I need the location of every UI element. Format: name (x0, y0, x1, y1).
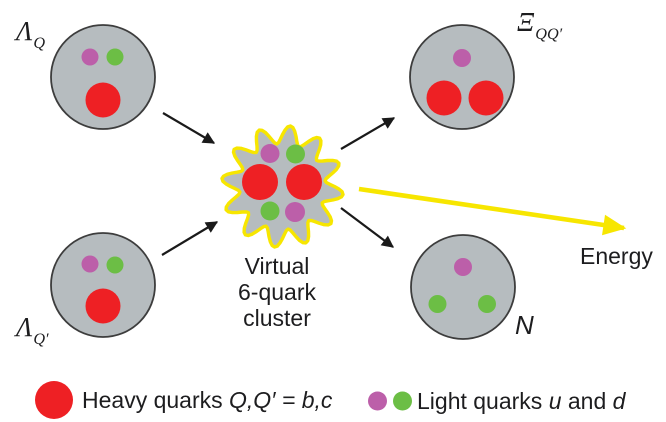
light-quark-purple (453, 49, 471, 67)
baryon-lambda-qprime (50, 232, 156, 338)
heavy-quark-red (426, 80, 462, 116)
legend-swatches (35, 381, 412, 419)
xi-symbol: Ξ (517, 7, 535, 37)
light-quark-purple (81, 255, 99, 273)
baryon-nucleon (410, 234, 516, 340)
legend-light-conjunction: and (561, 388, 613, 414)
lambda-q-subscript: Q (33, 34, 46, 53)
light-quark-purple (260, 144, 280, 163)
light-quark-green (106, 256, 124, 274)
light-quark-purple (285, 202, 305, 222)
legend-heavy-label: Heavy quarks Q,Q′ = b,c (82, 386, 332, 414)
baryon-circle (50, 232, 156, 338)
light-quark-green (286, 144, 305, 164)
light-quark-green (106, 48, 124, 66)
heavy-quark-red (242, 164, 278, 200)
cluster-caption-line3: cluster (243, 305, 311, 331)
lambda-qprime-symbol: Λ (16, 312, 33, 342)
baryon-circle (410, 234, 516, 340)
cluster-caption: Virtual 6-quark cluster (197, 253, 357, 331)
baryon-xi-qqprime (409, 24, 515, 130)
legend-light-quark-green-swatch (393, 391, 412, 411)
heavy-quark-red (468, 80, 504, 116)
heavy-quark-red (286, 164, 322, 200)
legend-light-label: Light quarks u and d (417, 387, 625, 415)
lambda-qprime-subscript: Q′ (33, 330, 49, 349)
legend-heavy-quark-swatch (35, 381, 73, 419)
light-quark-green (478, 295, 496, 313)
light-quark-purple (454, 258, 472, 276)
label-xi-qqprime: ΞQQ′ (517, 7, 563, 44)
arrow-lambda-q-to-cluster (162, 112, 216, 144)
nucleon-symbol: N (515, 310, 534, 340)
legend-light-prefix: Light quarks (417, 388, 549, 414)
label-lambda-q: ΛQ (16, 16, 46, 53)
label-nucleon: N (515, 312, 534, 338)
label-lambda-qprime: ΛQ′ (16, 312, 49, 349)
baryon-circle (50, 24, 156, 130)
legend-light-var-u: u (548, 388, 562, 414)
light-quark-green (428, 295, 447, 313)
cluster-caption-line1: Virtual (244, 253, 310, 279)
heavy-quark-red (85, 82, 121, 118)
energy-label: Energy (580, 243, 653, 269)
arrow-cluster-to-nucleon (340, 207, 394, 248)
arrow-lambda-qprime-to-cluster (161, 221, 219, 256)
arrow-cluster-to-xi (340, 117, 396, 150)
cluster-blob (220, 124, 345, 249)
light-quark-purple (81, 48, 99, 66)
baryon-circle (409, 24, 515, 130)
legend-heavy-prefix: Heavy quarks (82, 387, 230, 413)
cluster-caption-line2: 6-quark (238, 279, 316, 305)
xi-subscript: QQ′ (535, 25, 563, 44)
legend-heavy-math: Q,Q′ = b,c (229, 387, 333, 413)
energy-release-arrow (358, 186, 627, 236)
heavy-quark-red (85, 288, 121, 324)
baryon-lambda-q (50, 24, 156, 130)
legend-light-var-d: d (612, 388, 626, 414)
lambda-q-symbol: Λ (16, 16, 33, 46)
legend-light-quark-purple-swatch (368, 391, 387, 411)
virtual-cluster (220, 124, 345, 249)
light-quark-green (260, 201, 280, 221)
